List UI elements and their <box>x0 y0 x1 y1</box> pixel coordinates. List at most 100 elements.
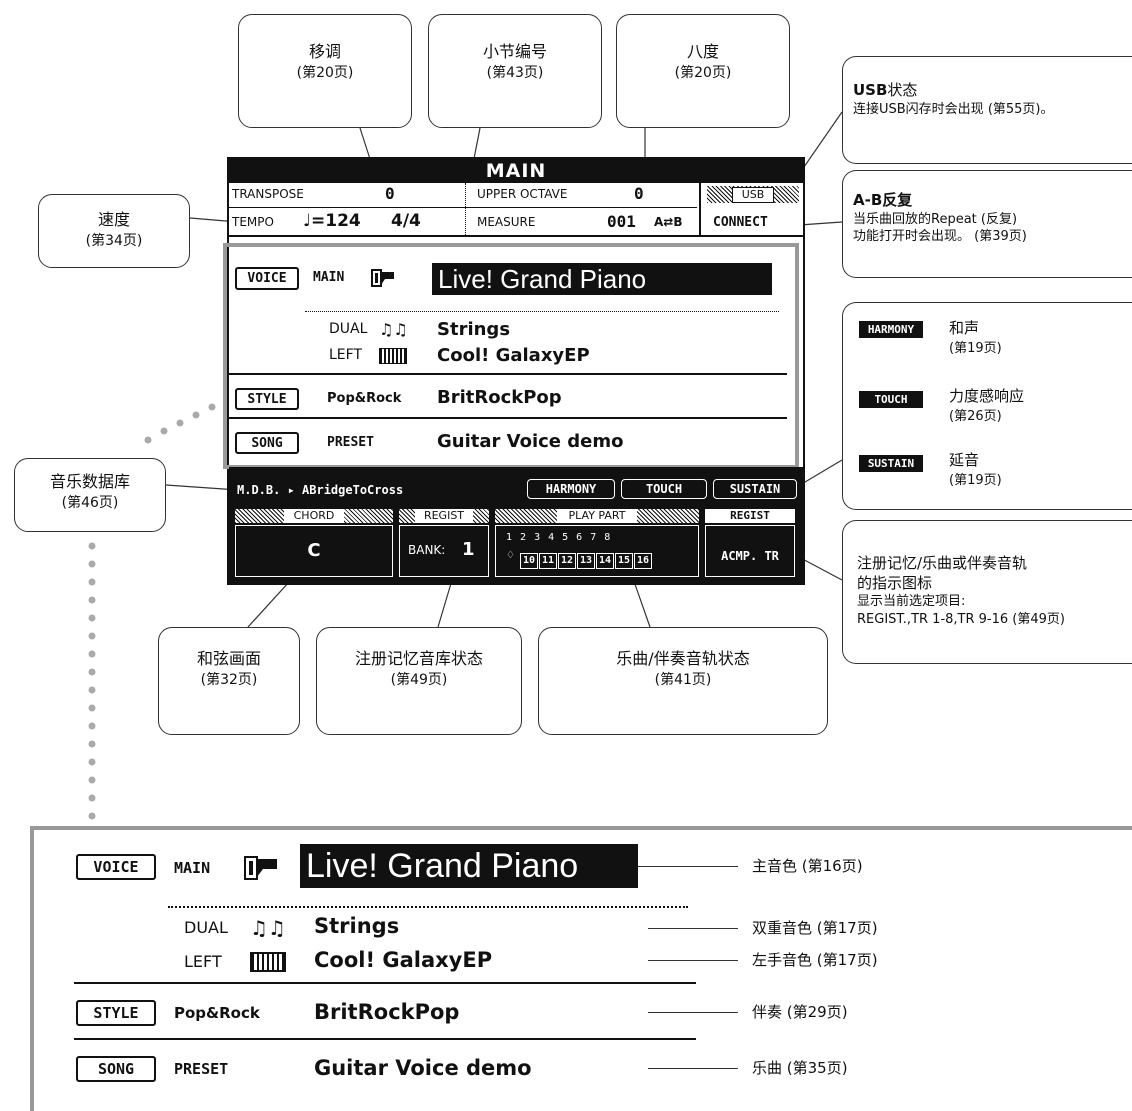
zoom-strings-icon: ♫♫ <box>250 916 286 940</box>
main-voice-name: Live! Grand Piano <box>432 263 772 295</box>
measure-callout-page: (第43页) <box>486 65 544 81</box>
octave-callout-page: (第20页) <box>674 65 732 81</box>
sustain-indicator: SUSTAIN <box>713 479 797 499</box>
left-voice-name: Cool! GalaxyEP <box>437 345 590 366</box>
touch-callout-page: (第26页) <box>949 409 1002 424</box>
ab-repeat-callout-desc2: 功能打开时会出现。 (第39页) <box>853 229 1027 244</box>
zoom-main-voice-note: 主音色 (第16页) <box>752 857 863 875</box>
ab-repeat-indicator: A⇄B <box>654 215 683 229</box>
usb-callout-title-rest: 状态 <box>887 81 918 99</box>
track-callout-title: 乐曲/伴奏音轨状态 <box>616 649 750 668</box>
mdb-callout: 音乐数据库 (第46页) <box>14 458 166 532</box>
tracks-1-8: 12345678 <box>506 532 619 543</box>
zoom-style-note: 伴奏 (第29页) <box>752 1003 848 1021</box>
chord-label: CHORD <box>284 509 344 523</box>
harmony-callout-page: (第19页) <box>949 341 1002 356</box>
sustain-callout-title: 延音 <box>949 451 980 469</box>
transpose-callout-title: 移调 <box>308 42 341 61</box>
zoom-left-label: LEFT <box>184 952 222 971</box>
mdb-callout-title: 音乐数据库 <box>49 472 130 491</box>
regist-label: REGIST <box>415 509 473 523</box>
touch-badge: TOUCH <box>859 391 923 408</box>
harmony-callout-title: 和声 <box>949 319 980 337</box>
left-label: LEFT <box>329 347 363 363</box>
registration-callout: 注册记忆/乐曲或伴奏音轨 的指示图标 显示当前选定项目: REGIST.,TR … <box>842 520 1132 664</box>
ab-repeat-callout-title: A-B反复 <box>853 191 913 209</box>
regist-bank-callout-title: 注册记忆音库状态 <box>354 649 483 668</box>
zoom-song-category: PRESET <box>174 1060 229 1078</box>
registration-callout-line2: 的指示图标 <box>857 574 933 592</box>
harmony-badge: HARMONY <box>859 321 923 338</box>
zoom-dual-label: DUAL <box>184 918 228 937</box>
ab-repeat-callout-desc1: 当乐曲回放的Repeat (反复) <box>853 212 1018 227</box>
usb-connect-indicator: CONNECT <box>713 215 768 230</box>
bank-value: 1 <box>462 539 475 560</box>
style-tag: STYLE <box>235 388 299 410</box>
style-category: Pop&Rock <box>327 391 402 406</box>
chord-callout-title: 和弦画面 <box>196 649 261 668</box>
regist-bank-callout-page: (第49页) <box>390 672 448 688</box>
ab-repeat-callout: A-B反复 当乐曲回放的Repeat (反复) 功能打开时会出现。 (第39页) <box>842 170 1132 278</box>
zoom-piano-icon <box>244 856 278 880</box>
lcd-header: MAIN <box>229 159 803 183</box>
tempo-callout: 速度 (第34页) <box>38 194 190 268</box>
sustain-callout-page: (第19页) <box>949 473 1002 488</box>
transpose-label: TRANSPOSE <box>232 187 304 201</box>
chord-callout: 和弦画面 (第32页) <box>158 627 300 735</box>
track-callout: 乐曲/伴奏音轨状态 (第41页) <box>538 627 828 735</box>
song-name: Guitar Voice demo <box>437 431 624 452</box>
zoom-dual-voice-name: Strings <box>314 914 400 938</box>
zoom-panel: VOICE MAIN Live! Grand Piano 主音色 (第16页) … <box>30 826 1132 1111</box>
zoom-main-label: MAIN <box>174 859 211 877</box>
tempo-callout-page: (第34页) <box>85 233 143 249</box>
zoom-song-tag: SONG <box>76 1056 156 1082</box>
registration-callout-line3: 显示当前选定项目: <box>857 594 966 609</box>
acmp-tr-indicator: ACMP. TR <box>705 525 795 577</box>
usb-indicator: USB <box>707 186 799 203</box>
zoom-dual-voice-note: 双重音色 (第17页) <box>752 919 878 937</box>
zoom-style-tag: STYLE <box>76 1000 156 1026</box>
play-part-label: PLAY PART <box>557 509 637 523</box>
voice-tag: VOICE <box>235 267 299 290</box>
bank-label: BANK: <box>408 543 446 557</box>
zoom-keyboard-icon <box>250 952 286 972</box>
usb-callout: USB状态 连接USB闪存时会出现 (第55页)。 <box>842 56 1132 164</box>
octave-callout: 八度 (第20页) <box>616 14 790 128</box>
mdb-callout-page: (第46页) <box>61 495 119 511</box>
zoom-left-voice-name: Cool! GalaxyEP <box>314 948 493 972</box>
upper-octave-value: 0 <box>634 184 644 203</box>
harmony-indicator: HARMONY <box>527 479 615 499</box>
dual-label: DUAL <box>329 321 368 337</box>
tempo-label: TEMPO <box>232 215 274 229</box>
keyboard-icon <box>379 348 407 364</box>
song-category: PRESET <box>327 435 374 450</box>
lcd-status-bar: M.D.B. ▸ ABridgeToCross HARMONY TOUCH SU… <box>229 467 803 585</box>
regist-bank-callout: 注册记忆音库状态 (第49页) <box>316 627 522 735</box>
piano-icon <box>371 269 395 287</box>
registration-callout-line4: REGIST.,TR 1-8,TR 9-16 (第49页) <box>857 612 1065 627</box>
style-name: BritRockPop <box>437 387 562 408</box>
measure-callout-title: 小节编号 <box>482 42 547 61</box>
zoom-main-voice-name: Live! Grand Piano <box>300 844 638 888</box>
lcd-display: MAIN TRANSPOSE 0 UPPER OCTAVE 0 USB TEMP… <box>223 157 805 585</box>
measure-value: 001 <box>607 212 636 231</box>
zoom-style-category: Pop&Rock <box>174 1004 260 1022</box>
touch-indicator: TOUCH <box>621 479 707 499</box>
usb-callout-desc: 连接USB闪存时会出现 (第55页)。 <box>853 102 1054 117</box>
zoom-left-voice-note: 左手音色 (第17页) <box>752 951 878 969</box>
transpose-value: 0 <box>385 184 395 203</box>
dual-voice-name: Strings <box>437 319 511 340</box>
usb-callout-title-bold: USB <box>853 81 888 99</box>
tempo-callout-title: 速度 <box>97 210 130 229</box>
touch-callout-title: 力度感响应 <box>949 387 1025 405</box>
tempo-value: ♩=124 <box>303 211 361 231</box>
strings-icon: ♫♫ <box>379 320 408 339</box>
chord-callout-page: (第32页) <box>200 672 258 688</box>
sustain-badge: SUSTAIN <box>859 455 923 472</box>
transpose-callout-page: (第20页) <box>296 65 354 81</box>
upper-octave-label: UPPER OCTAVE <box>477 187 568 201</box>
octave-callout-title: 八度 <box>686 42 719 61</box>
track-callout-page: (第41页) <box>654 672 712 688</box>
